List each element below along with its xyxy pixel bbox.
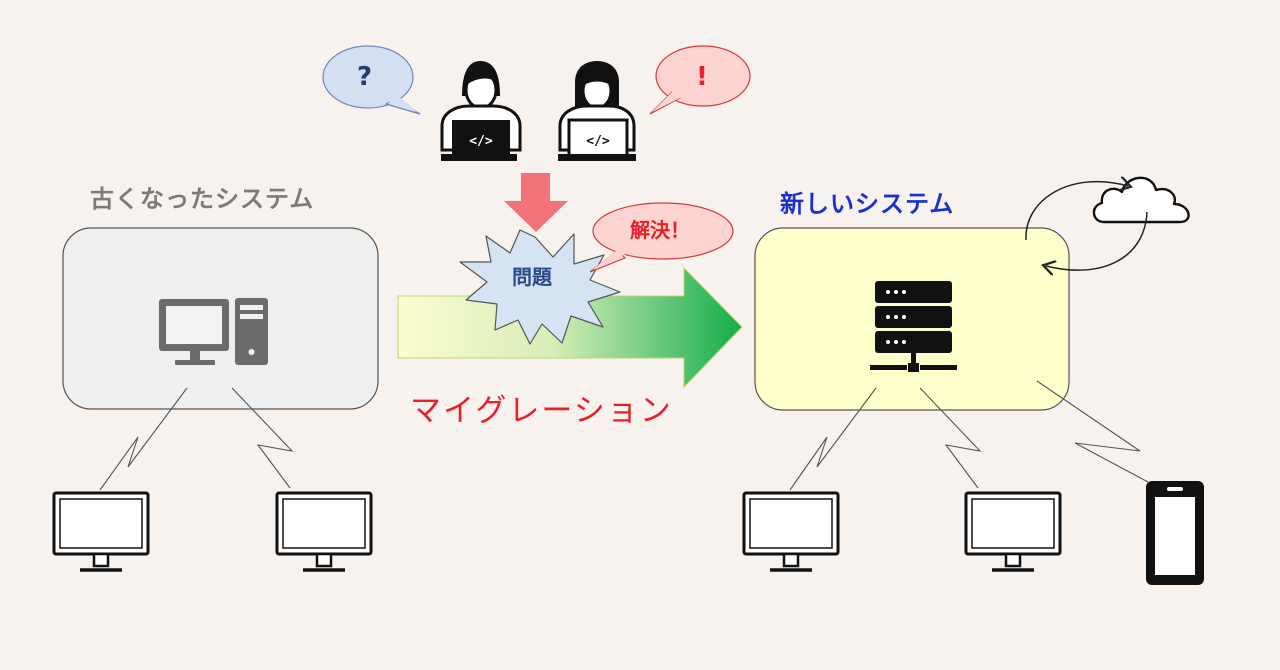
down-arrow (504, 173, 568, 232)
desktop-pc-icon (159, 298, 268, 365)
old-connections (99, 387, 294, 491)
svg-text:</>: </> (586, 134, 610, 149)
developer-icon: </> (440, 61, 522, 161)
question-bubble (322, 45, 421, 115)
solved-label: 解決！ (630, 218, 690, 242)
developer-icon: </> (558, 61, 636, 161)
new-system-title: 新しいシステム (780, 190, 955, 218)
server-icon (870, 281, 957, 372)
problem-burst (459, 229, 621, 345)
new-connections (789, 380, 1149, 491)
problem-label: 問題 (512, 265, 552, 289)
exclaim-bubble (649, 45, 751, 115)
old-system-title: 古くなったシステム (90, 185, 315, 213)
question-mark: ? (357, 62, 373, 92)
monitor-icon (275, 491, 373, 572)
solved-bubble (589, 202, 734, 273)
monitor-icon (742, 491, 840, 572)
monitor-icon (964, 491, 1062, 572)
monitor-icon (52, 491, 150, 572)
cloud-sync-arrows (1025, 182, 1148, 271)
svg-text:</>: </> (469, 134, 493, 149)
smartphone-icon (1146, 481, 1204, 585)
cloud-icon (1092, 176, 1190, 224)
exclaim-mark: ! (696, 62, 708, 92)
migration-label: マイグレーション (410, 393, 673, 429)
